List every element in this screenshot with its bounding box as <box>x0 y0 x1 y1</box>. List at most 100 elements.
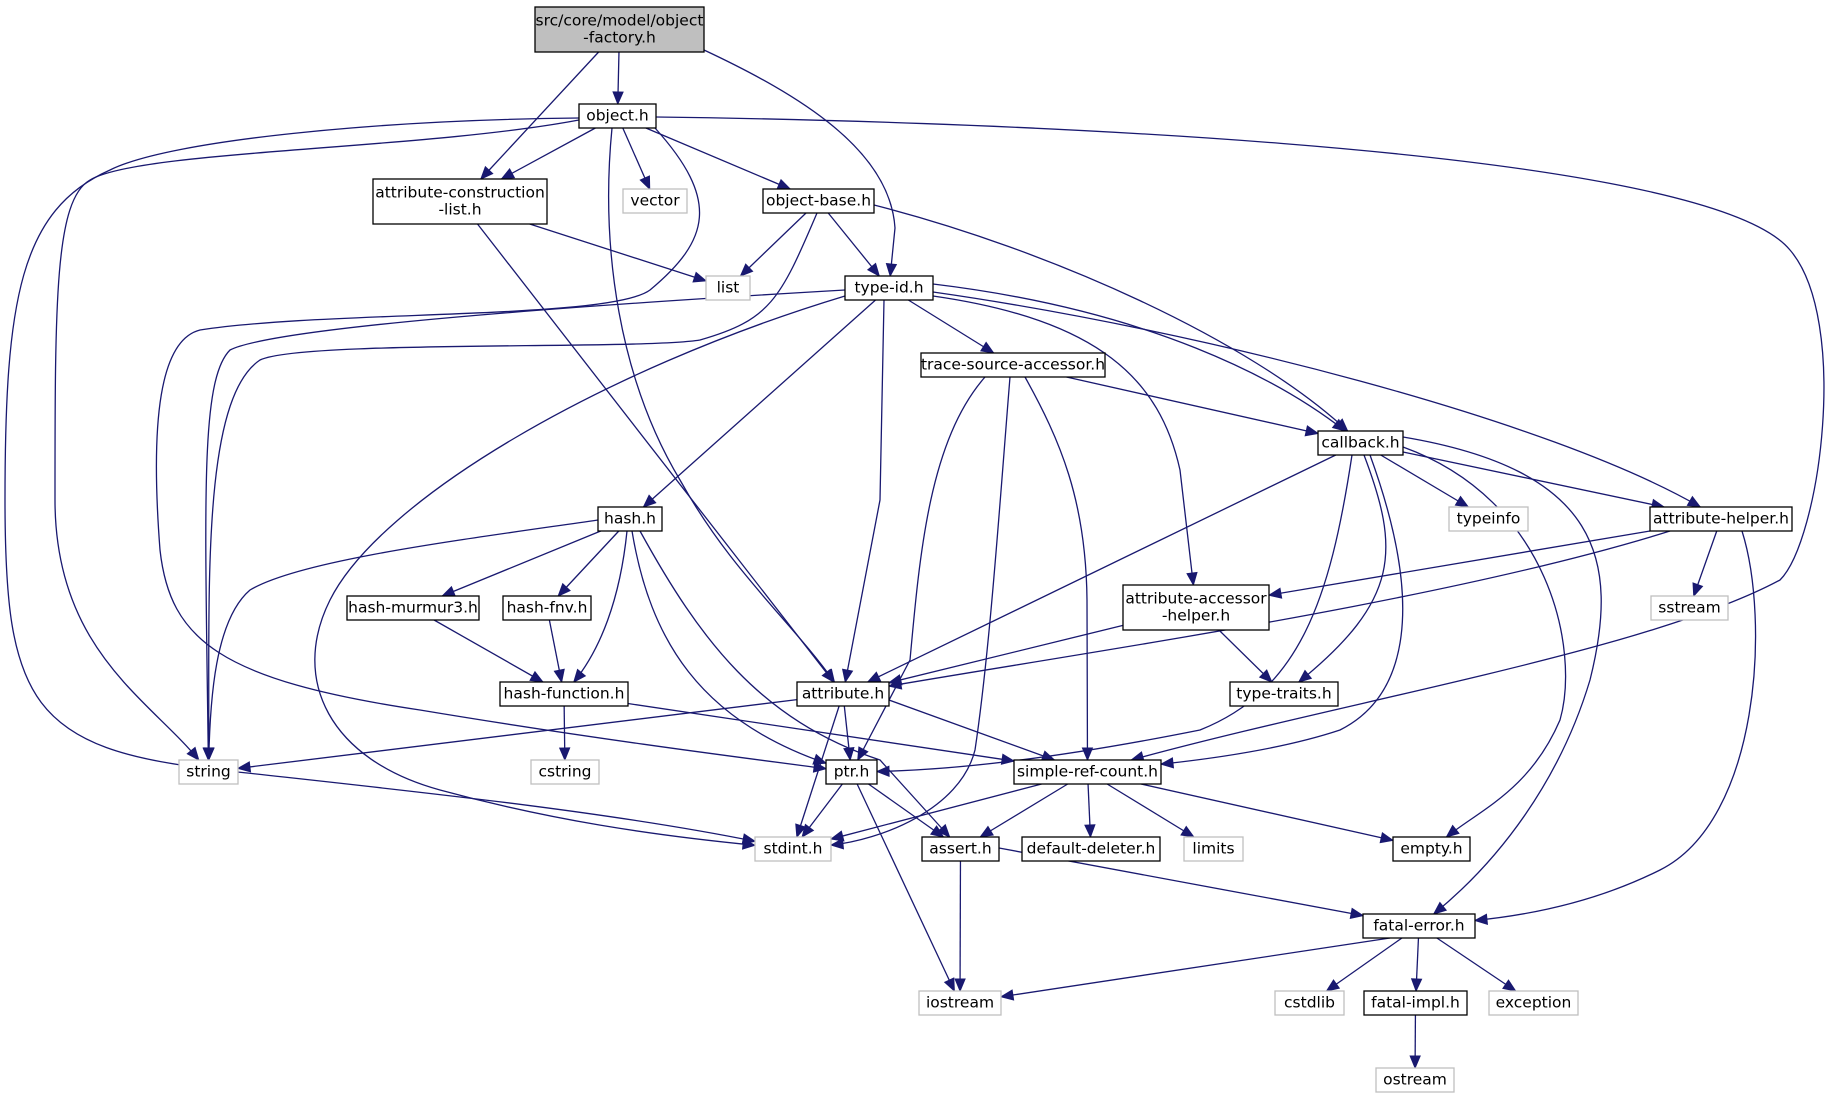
edge-simple-ref-count-to-empty <box>1140 783 1395 844</box>
node-label: stdint.h <box>764 840 823 858</box>
node-empty[interactable]: empty.h <box>1392 836 1471 862</box>
edge-arrowhead <box>1297 669 1313 683</box>
edge-attr-accessor-to-attribute <box>887 624 1124 686</box>
edge-line <box>208 519 599 761</box>
node-object-base[interactable]: object-base.h <box>762 188 875 214</box>
edge-line <box>1160 454 1404 765</box>
edge-arrowhead <box>821 668 835 684</box>
node-attr-construction[interactable]: attribute-construction-list.h <box>372 178 548 225</box>
node-type-id[interactable]: type-id.h <box>844 275 934 301</box>
edge-arrowhead <box>943 977 955 993</box>
edge-type-id-to-attribute <box>841 299 885 684</box>
node-hash-murmur3[interactable]: hash-murmur3.h <box>346 595 480 621</box>
edge-callback-to-typeinfo <box>1380 454 1470 508</box>
node-box <box>622 188 688 214</box>
edge-trace-source-to-simple-ref-count <box>1024 376 1094 762</box>
edge-arrowhead <box>642 494 657 508</box>
node-default-deleter[interactable]: default-deleter.h <box>1021 836 1161 862</box>
node-box <box>1649 506 1793 532</box>
edge-line <box>1402 436 1602 915</box>
edge-line <box>314 295 846 846</box>
node-ostream: ostream <box>1375 1067 1455 1093</box>
node-object-factory[interactable]: src/core/model/object-factory.h <box>534 6 705 53</box>
edge-line <box>888 699 1055 761</box>
node-stdint: stdint.h <box>754 836 832 862</box>
node-box <box>754 836 832 862</box>
edge-arrowhead <box>741 838 757 850</box>
node-hash-function[interactable]: hash-function.h <box>499 681 629 707</box>
node-simple-ref-count[interactable]: simple-ref-count.h <box>1013 759 1162 785</box>
edge-line <box>608 127 835 683</box>
node-assert[interactable]: assert.h <box>921 836 1000 862</box>
edge-line <box>873 204 1349 432</box>
edge-arrowhead <box>1180 825 1195 838</box>
node-label: object-base.h <box>766 192 871 210</box>
edge-object-base-to-type-id <box>827 212 881 278</box>
node-type-traits[interactable]: type-traits.h <box>1229 681 1339 707</box>
node-fatal-error[interactable]: fatal-error.h <box>1362 913 1476 939</box>
node-ptr[interactable]: ptr.h <box>825 759 878 785</box>
edge-hash-to-ptr <box>631 530 828 765</box>
edge-arrowhead <box>801 823 815 839</box>
node-label: ostream <box>1383 1071 1447 1089</box>
edge-arrowhead <box>843 746 855 762</box>
edge-line <box>1326 937 1403 992</box>
node-label: fatal-impl.h <box>1371 994 1460 1012</box>
edge-fatal-impl-to-ostream <box>1409 1014 1421 1070</box>
edge-line <box>856 783 955 992</box>
edge-attr-helper-to-attr-accessor <box>1267 530 1651 599</box>
edge-attribute-to-ptr <box>843 705 855 762</box>
node-box <box>705 275 751 301</box>
edge-line <box>979 783 1069 838</box>
node-box <box>1375 1067 1455 1093</box>
node-label: attribute-construction <box>375 184 545 202</box>
node-box <box>1362 913 1476 939</box>
edge-arrowhead <box>692 271 708 283</box>
edge-arrowhead <box>1445 824 1460 838</box>
node-trace-source[interactable]: trace-source-accessor.h <box>920 352 1106 378</box>
node-box <box>918 990 1002 1016</box>
node-attr-helper[interactable]: attribute-helper.h <box>1649 506 1793 532</box>
edge-callback-to-ptr <box>875 454 1353 777</box>
node-label: attribute-accessor <box>1125 590 1267 608</box>
edge-arrowhead <box>1304 425 1320 437</box>
edge-arrowhead <box>441 585 457 597</box>
edge-arrowhead <box>1473 913 1489 925</box>
node-callback[interactable]: callback.h <box>1317 430 1404 456</box>
edge-arrowhead <box>1000 753 1016 765</box>
edge-line <box>932 291 1701 508</box>
edge-hash-murmur3-to-hash-function <box>433 619 545 683</box>
edge-arrowhead <box>1409 1055 1421 1070</box>
edge-arrowhead <box>612 91 624 106</box>
node-hash-fnv[interactable]: hash-fnv.h <box>502 595 592 621</box>
edge-ptr-to-iostream <box>856 783 955 993</box>
edge-hash-to-string <box>203 519 599 762</box>
node-box <box>796 681 890 707</box>
edge-arrowhead <box>1454 495 1470 508</box>
node-box <box>499 681 629 707</box>
node-attr-accessor[interactable]: attribute-accessor-helper.h <box>1122 584 1270 631</box>
node-object[interactable]: object.h <box>578 103 657 129</box>
node-exception: exception <box>1488 990 1579 1016</box>
edge-line <box>932 295 1195 586</box>
edge-fatal-error-to-cstdlib <box>1325 937 1403 992</box>
edge-line <box>1380 454 1469 508</box>
edge-arrowhead <box>500 167 516 180</box>
node-hash[interactable]: hash.h <box>597 506 663 532</box>
node-box <box>1229 681 1339 707</box>
edge-arrowhead <box>829 838 845 850</box>
node-label: hash-murmur3.h <box>348 599 478 617</box>
node-attribute[interactable]: attribute.h <box>796 681 890 707</box>
node-fatal-impl[interactable]: fatal-impl.h <box>1363 990 1468 1016</box>
edge-object-to-stdint <box>4 117 757 845</box>
edge-assert-to-iostream <box>954 860 966 993</box>
node-box <box>762 188 875 214</box>
node-label: cstring <box>538 763 591 781</box>
node-label: simple-ref-count.h <box>1017 763 1158 781</box>
edge-arrowhead <box>529 670 545 683</box>
edge-arrowhead <box>885 262 898 278</box>
node-label: -list.h <box>438 201 481 219</box>
edge-arrowhead <box>795 823 807 839</box>
node-box <box>597 506 663 532</box>
